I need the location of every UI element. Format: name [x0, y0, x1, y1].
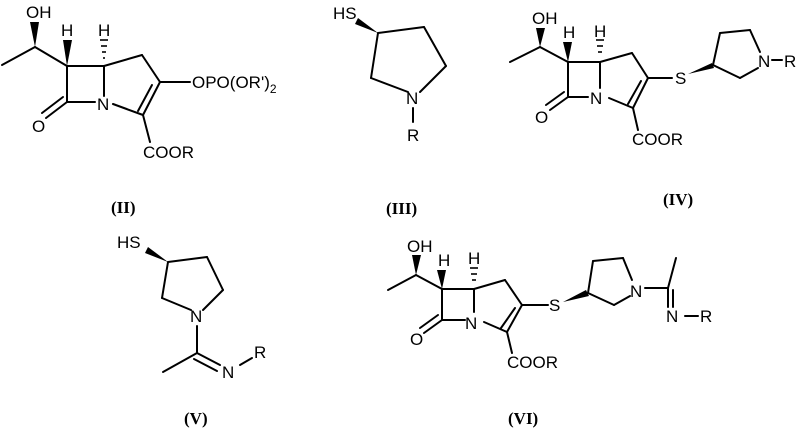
- atom-oh: OH: [26, 3, 52, 22]
- atom-s: S: [549, 296, 560, 315]
- atom-n: N: [590, 89, 602, 108]
- atom-o: O: [535, 108, 548, 127]
- atom-s: S: [675, 69, 686, 88]
- compound-caption: (IV): [663, 190, 693, 209]
- atom-h: H: [468, 249, 480, 268]
- compound-II: OH H H N O OPO(OR')2 COOR (II): [1, 3, 277, 217]
- atom-n: N: [97, 95, 109, 114]
- atom-h: H: [563, 23, 575, 42]
- atom-h: H: [98, 21, 110, 40]
- atom-r-side: R: [784, 52, 796, 71]
- atom-oh: OH: [407, 237, 433, 256]
- atom-r: R: [407, 126, 419, 145]
- compound-caption: (VI): [508, 409, 538, 428]
- compound-caption: (V): [184, 409, 208, 428]
- substituent-ester: COOR: [632, 130, 683, 149]
- atom-n-imine: N: [666, 307, 678, 326]
- compound-caption: (III): [386, 199, 417, 218]
- atom-n: N: [465, 314, 477, 333]
- atom-oh: OH: [532, 9, 558, 28]
- atom-hs: HS: [333, 4, 357, 23]
- atom-r: R: [254, 343, 266, 362]
- atom-o: O: [32, 117, 45, 136]
- atom-h: H: [594, 22, 606, 41]
- atom-hs: HS: [117, 233, 141, 252]
- atom-h: H: [438, 251, 450, 270]
- atom-n: N: [406, 89, 418, 108]
- atom-o: O: [410, 330, 423, 349]
- atom-h: H: [61, 21, 73, 40]
- atom-r-side: R: [700, 307, 712, 326]
- substituent-phosphate: OPO(OR')2: [192, 73, 277, 96]
- compound-V: HS N N R (V): [117, 233, 266, 428]
- compound-caption: (II): [111, 198, 136, 217]
- compound-III: HS N R (III): [333, 4, 447, 218]
- atom-n-side: N: [630, 282, 642, 301]
- substituent-ester: COOR: [143, 143, 194, 162]
- atom-n-imine: N: [222, 363, 234, 382]
- atom-n-side: N: [758, 52, 770, 71]
- compound-VI: OH H H N O S N N R COOR (VI): [387, 237, 712, 428]
- compound-IV: OH H H N O S N R COOR (IV): [509, 9, 796, 209]
- atom-n: N: [190, 307, 202, 326]
- substituent-ester: COOR: [507, 353, 558, 372]
